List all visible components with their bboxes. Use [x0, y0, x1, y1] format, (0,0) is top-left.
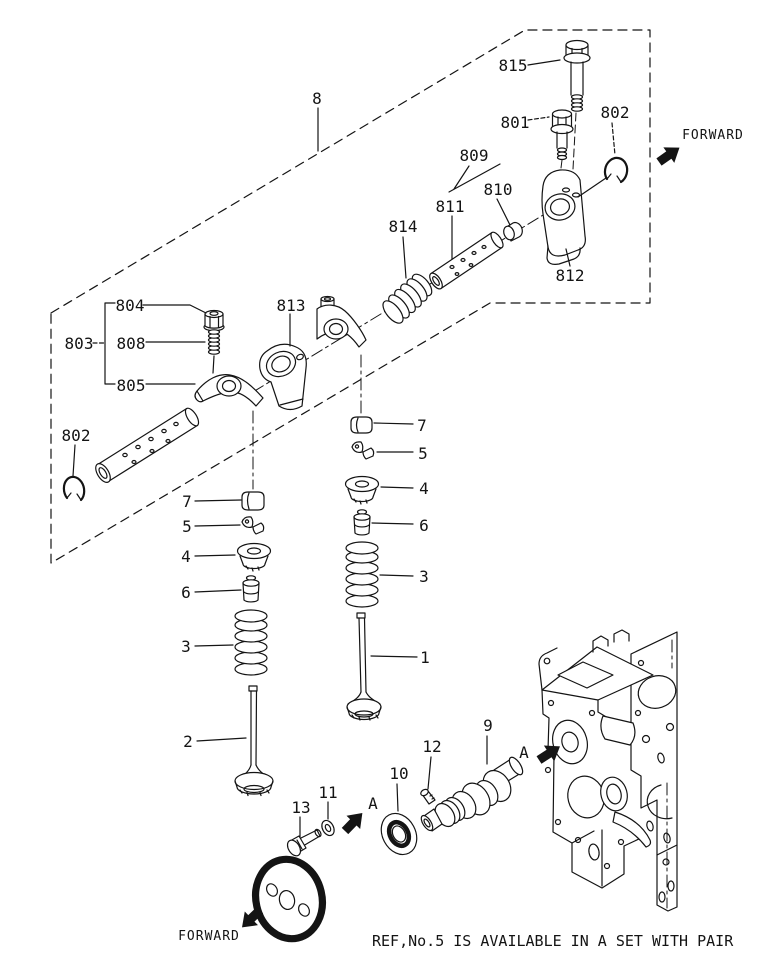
callout-7-left: 7 [182, 492, 192, 511]
callout-10: 10 [389, 764, 408, 783]
callout-804: 804 [116, 296, 145, 315]
forward-arrow-top-icon [656, 147, 680, 166]
head-cover-dashed-outline [50, 29, 651, 564]
valve-1-drawing [346, 612, 382, 721]
callout-6-left: 6 [181, 583, 191, 602]
bolt-12-drawing [420, 788, 436, 805]
spring-814-drawing [382, 273, 433, 324]
adjust-screw-808-drawing [207, 329, 221, 374]
callout-9: 9 [483, 716, 493, 735]
rocker-arm-group [194, 295, 367, 411]
valve-2-drawing [234, 685, 274, 797]
stem-seal-left-drawing [242, 575, 260, 603]
callout-2: 2 [183, 732, 193, 751]
callout-811: 811 [436, 197, 465, 216]
spring-retainer-left-drawing [236, 542, 272, 572]
callout-805: 805 [117, 376, 146, 395]
callout-7-right: 7 [417, 416, 427, 435]
camshaft-9-drawing [420, 756, 524, 832]
callout-6-right: 6 [419, 516, 429, 535]
leader-lines [72, 59, 616, 838]
section-a-label-right: A [519, 743, 529, 762]
valve-cap-left-drawing [241, 491, 265, 511]
rocker-shaft-left-drawing [95, 407, 200, 483]
section-a-label-left: A [368, 794, 378, 813]
rocker-arm-right-drawing [316, 295, 367, 348]
valve-cap-right-drawing [350, 416, 373, 434]
spring-retainer-right-drawing [344, 475, 380, 505]
callout-3-right: 3 [419, 567, 429, 586]
engine-block-drawing [538, 629, 678, 912]
callout-808: 808 [117, 334, 146, 353]
section-a-arrow-right-icon [536, 745, 560, 764]
callout-812: 812 [556, 266, 585, 285]
callout-802-right: 802 [601, 103, 630, 122]
callout-801: 801 [501, 113, 530, 132]
callout-814: 814 [389, 217, 418, 236]
forward-label-top: FORWARD [682, 128, 744, 143]
rocker-shaft-811-drawing [429, 231, 504, 290]
callout-11: 11 [318, 783, 337, 802]
rocker-support-812-drawing [541, 169, 586, 265]
callout-815: 815 [499, 56, 528, 75]
callout-810: 810 [484, 180, 513, 199]
rocker-arm-805-drawing [194, 374, 264, 407]
valve-spring-right-drawing [345, 541, 379, 608]
seal-ring-10-drawing [380, 812, 418, 856]
callout-8: 8 [312, 89, 322, 108]
bolt-801-drawing [550, 109, 574, 161]
valve-column-right [344, 416, 382, 721]
callout-5-left: 5 [182, 517, 192, 536]
direction-markers: FORWARD A A FORWARD [178, 128, 744, 944]
snap-ring-802-right-drawing [577, 156, 629, 198]
section-a-arrow-left-icon [341, 813, 363, 835]
valve-collets-right-drawing [351, 441, 375, 460]
callout-5-right: 5 [418, 444, 428, 463]
bolt-13-drawing [286, 828, 322, 857]
forward-label-bottom: FORWARD [178, 929, 240, 944]
callout-1: 1 [420, 648, 430, 667]
callout-803: 803 [65, 334, 94, 353]
plug-810-drawing [503, 221, 523, 242]
reference-note: REF,No.5 IS AVAILABLE IN A SET WITH PAIR [372, 932, 734, 950]
callout-809: 809 [460, 146, 489, 165]
forward-arrow-bottom-icon [242, 906, 264, 928]
bolt-815-drawing [563, 39, 591, 112]
callout-labels: 8 815 801 802 809 810 811 812 814 813 80… [62, 56, 630, 817]
callout-13: 13 [291, 798, 310, 817]
valve-collets-left-drawing [241, 516, 265, 535]
callout-802-left: 802 [62, 426, 91, 445]
camshaft-gear-drawing [252, 855, 326, 943]
rocker-support-813-drawing [259, 343, 307, 411]
callout-813: 813 [277, 296, 306, 315]
callout-3-left: 3 [181, 637, 191, 656]
callout-4-right: 4 [419, 479, 429, 498]
camshaft-group [252, 756, 524, 943]
valve-spring-left-drawing [234, 609, 268, 676]
washer-11-drawing [321, 819, 335, 837]
stem-seal-right-drawing [353, 509, 371, 536]
callout-12: 12 [422, 737, 441, 756]
snap-ring-802-left-drawing [62, 475, 86, 502]
valve-column-left [234, 491, 274, 797]
callout-4-left: 4 [181, 547, 191, 566]
